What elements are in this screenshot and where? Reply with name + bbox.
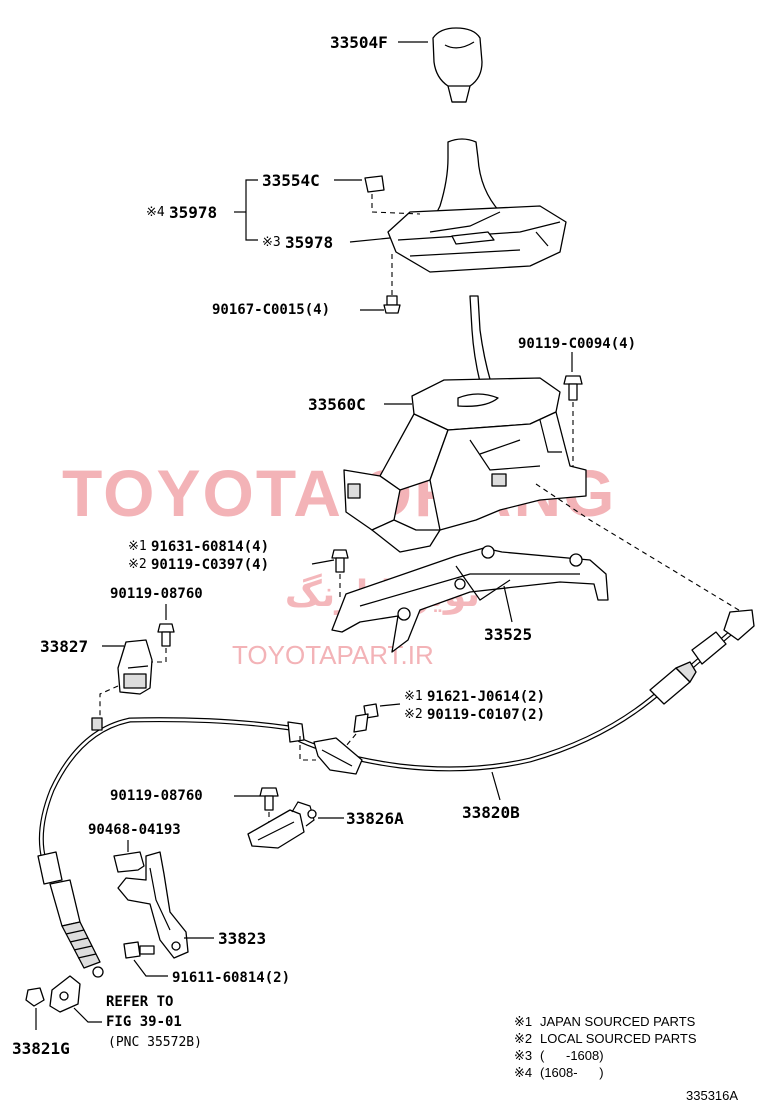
clamp-part[interactable] [247,801,317,849]
legend: ※1 JAPAN SOURCED PARTS ※2 LOCAL SOURCED … [514,1014,697,1080]
refer-line-1: REFER TO [106,994,173,1010]
part-label-bolt-e-2[interactable]: 90119-C0107(2) [427,707,545,723]
part-label-bolt-a[interactable]: 90167-C0015(4) [212,302,330,318]
part-label-clamp[interactable]: 33826A [346,809,404,828]
part-label-bolt-c-2[interactable]: 90119-C0397(4) [151,557,269,573]
part-label-bolt-f[interactable]: 90119-08760 [110,788,203,804]
mark-bolt-e-1: ※1 [404,689,423,704]
bolt-part-g[interactable] [123,941,155,959]
shift-knob-part[interactable] [432,27,483,103]
mark-housing: ※3 [262,235,281,250]
part-label-plate[interactable]: 33554C [262,171,320,190]
refer-line-3: (PNC 35572B) [108,1035,202,1050]
dashed-lever-to-cable [535,483,743,613]
part-label-housing[interactable]: 35978 [285,233,333,252]
washer-part[interactable] [25,987,45,1007]
bolt-part-b[interactable] [563,375,583,401]
part-label-trans-bracket[interactable]: 33823 [218,929,266,948]
leader-housing [349,237,391,243]
part-label-lever[interactable]: 33560C [308,395,366,414]
figure-id: 335316A [686,1088,738,1103]
part-label-bracket[interactable]: 33525 [484,625,532,644]
linkage-part[interactable] [49,975,81,1013]
legend-mark-1: ※1 [514,1014,532,1029]
part-label-bolt-b[interactable]: 90119-C0094(4) [518,336,636,352]
part-label-retainer[interactable]: 33827 [40,637,88,656]
legend-mark-2: ※2 [514,1031,532,1046]
legend-text-1: JAPAN SOURCED PARTS [540,1014,696,1029]
part-label-bolt-c-1[interactable]: 91631-60814(4) [151,539,269,555]
clip-part[interactable] [113,851,145,873]
group-bracket [245,179,258,241]
refer-line-2[interactable]: FIG 39-01 [106,1014,182,1030]
shift-lever-assembly-part[interactable] [343,295,587,553]
part-label-bolt-g[interactable]: 91611-60814(2) [172,970,290,986]
transmission-bracket-part[interactable] [117,851,189,959]
cable-bracket-part[interactable] [313,737,363,775]
legend-text-4: (1608- ) [540,1065,604,1080]
leader-cable [491,771,501,801]
bolt-part-f[interactable] [259,787,279,811]
bolt-part-c[interactable] [331,549,349,573]
leader-bracket [503,585,513,623]
mark-housing-group: ※4 [146,205,165,220]
bolt-part-a[interactable] [383,295,401,314]
part-label-cable[interactable]: 33820B [462,803,520,822]
dashed-plate [371,194,421,215]
part-label-bolt-d[interactable]: 90119-08760 [110,586,203,602]
legend-mark-3: ※3 [514,1048,532,1063]
part-label-clip[interactable]: 90468-04193 [88,822,181,838]
mark-bolt-c-2: ※2 [128,557,147,572]
retainer-part[interactable] [117,639,153,695]
part-label-knob[interactable]: 33504F [330,33,388,52]
plate-part[interactable] [364,175,385,193]
part-label-bolt-e-1[interactable]: 91621-J0614(2) [427,689,545,705]
legend-text-3: ( -1608) [540,1048,604,1063]
shift-boot-housing-part[interactable] [387,138,567,273]
mounting-bracket-part[interactable] [331,545,609,653]
bolt-part-e[interactable] [353,703,379,733]
bolt-part-d[interactable] [157,623,175,647]
shift-cable-part[interactable] [37,609,755,978]
legend-text-2: LOCAL SOURCED PARTS [540,1031,697,1046]
part-label-washer[interactable]: 33821G [12,1039,70,1058]
watermark-url: TOYOTAPART.IR [232,640,434,670]
mark-bolt-e-2: ※2 [404,707,423,722]
legend-mark-4: ※4 [514,1065,532,1080]
mark-bolt-c-1: ※1 [128,539,147,554]
part-label-housing-group[interactable]: 35978 [169,203,217,222]
